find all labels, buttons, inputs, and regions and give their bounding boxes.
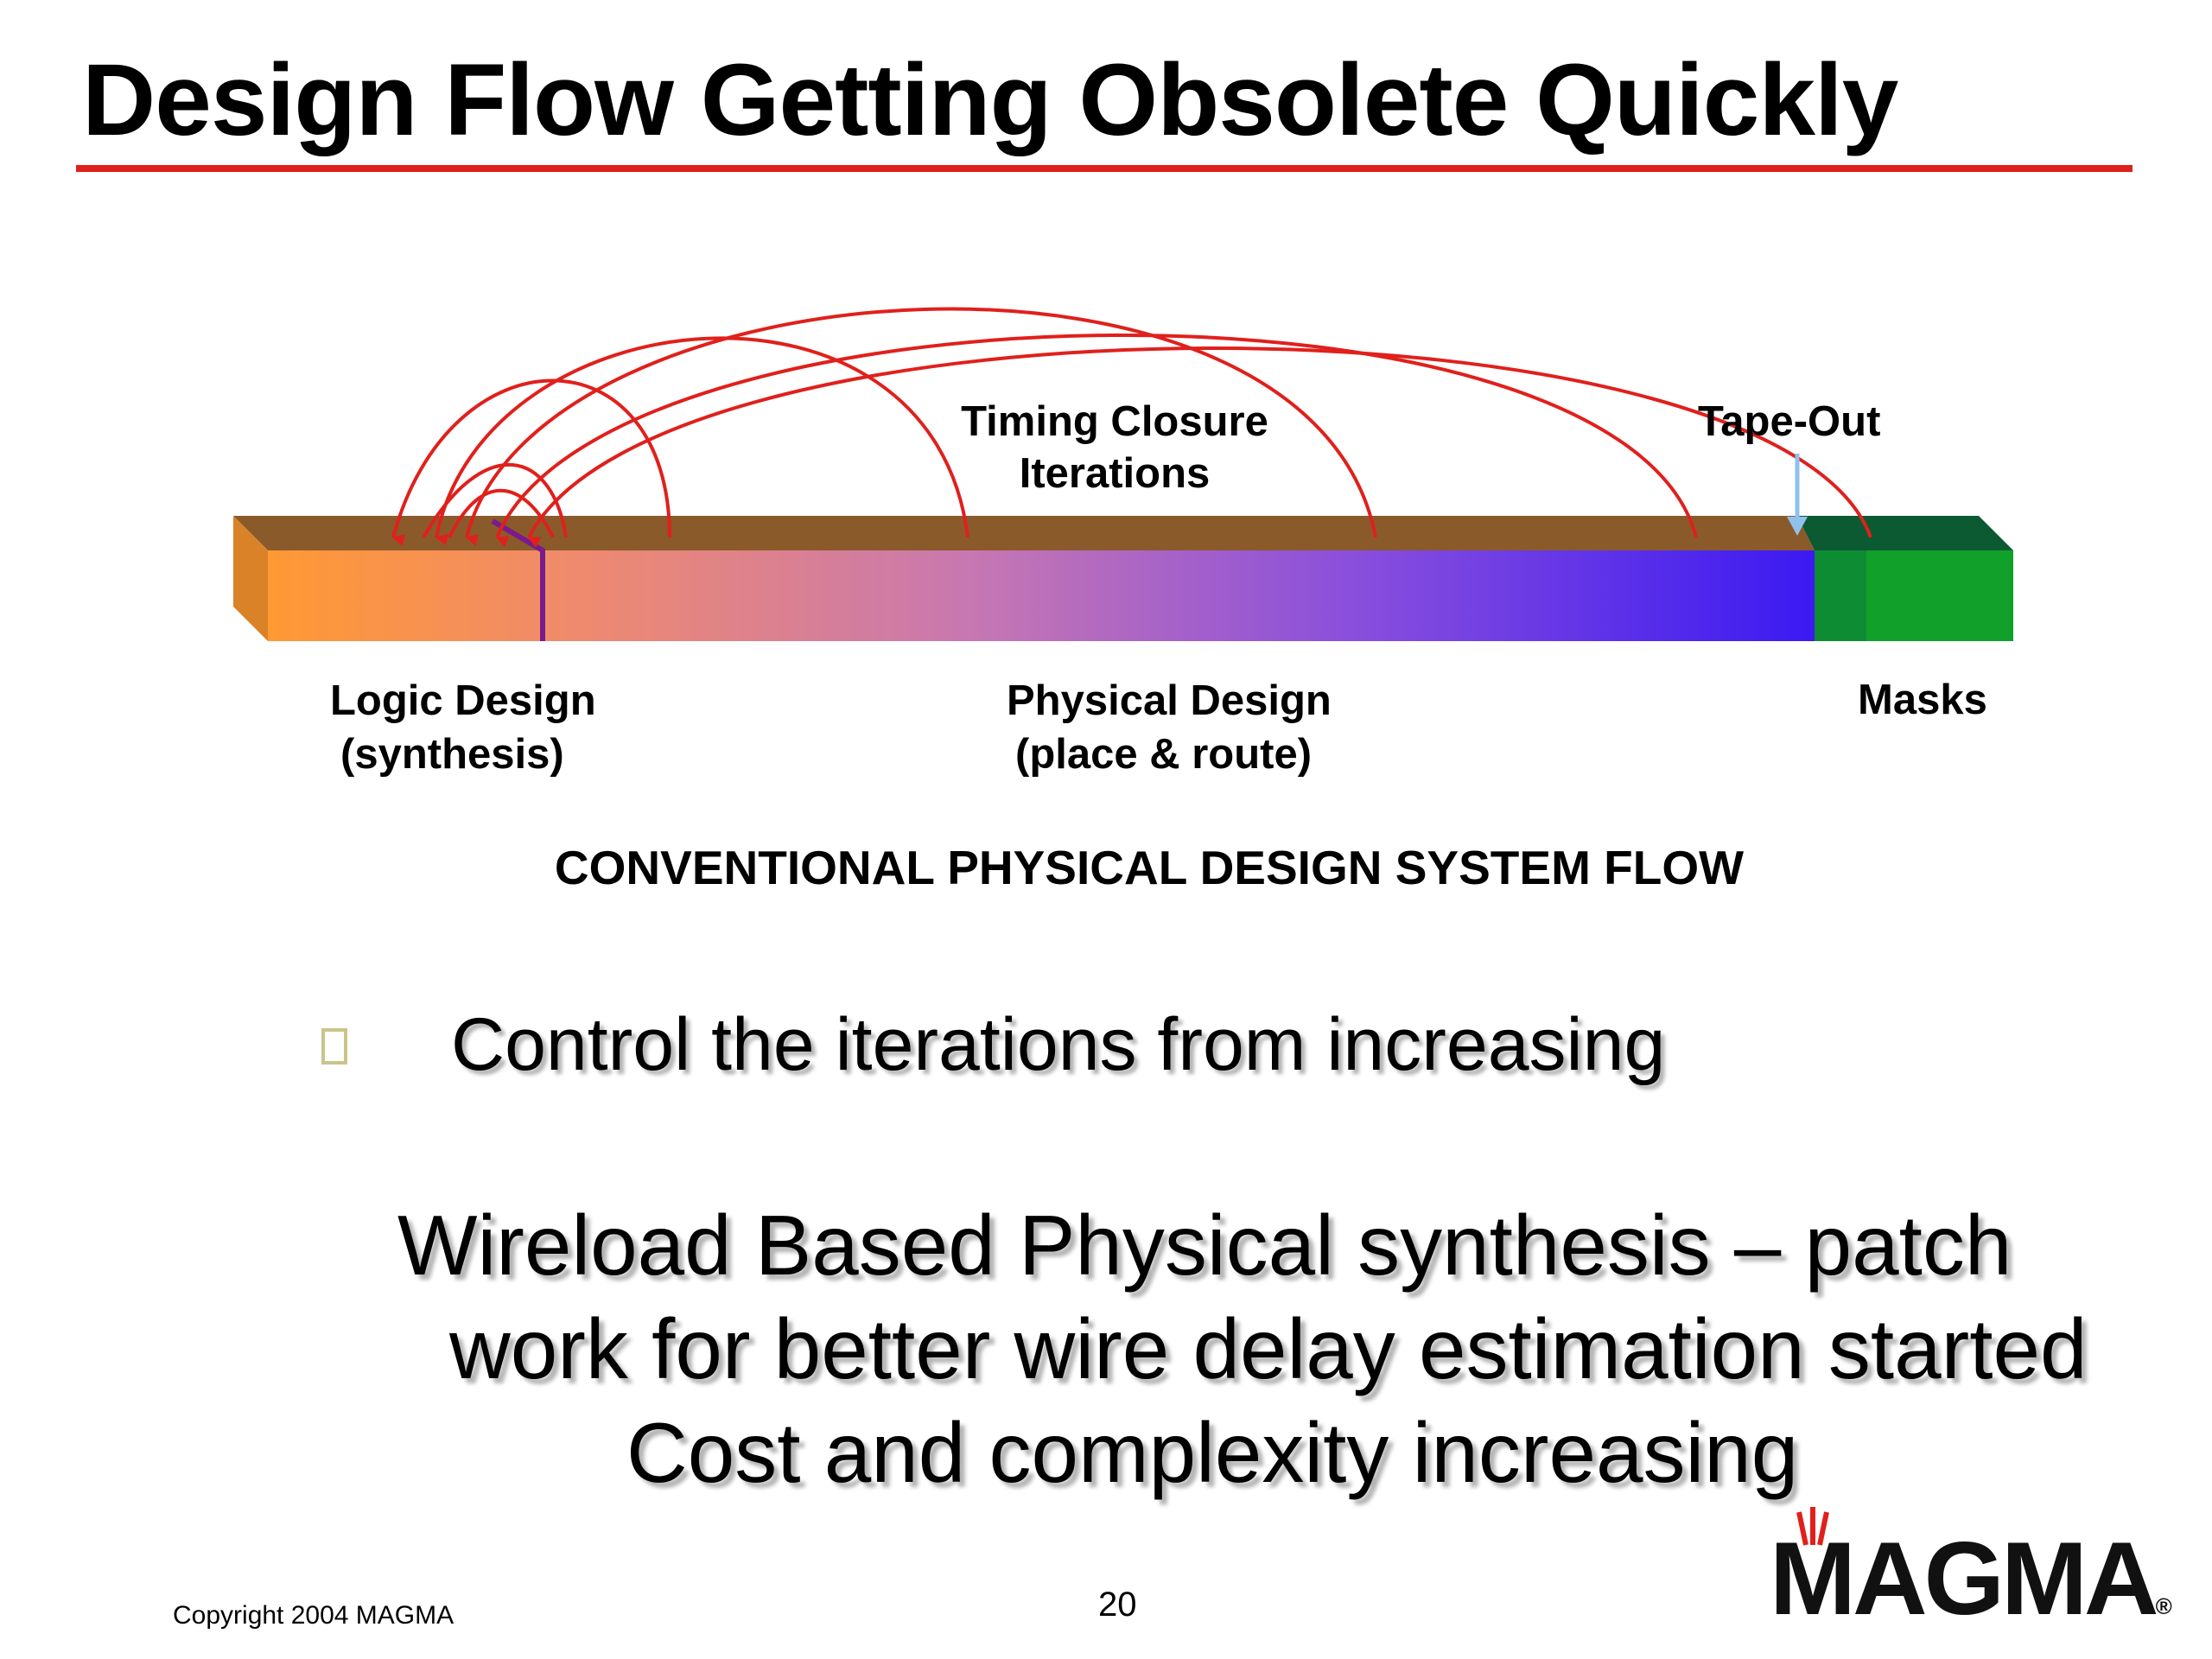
bullet-text: Control the iterations from increasing bbox=[451, 1003, 1666, 1086]
iteration-arc bbox=[435, 336, 969, 546]
tape-out-label: Tape-Out bbox=[1698, 398, 1881, 445]
iteration-arc bbox=[422, 462, 568, 538]
flow-bar-front-face bbox=[268, 550, 1815, 641]
title-underline bbox=[76, 165, 2133, 172]
iteration-arc bbox=[527, 346, 1872, 548]
flow-bar-end-face bbox=[233, 516, 268, 641]
logic-physical-divider bbox=[491, 518, 545, 641]
masks-front-shade bbox=[1815, 550, 1866, 641]
slide-title: Design Flow Getting Obsolete Quickly bbox=[82, 43, 1898, 157]
magma-logo: MAGMA® bbox=[1770, 1521, 2172, 1637]
paragraph-line-1: Wireload Based Physical synthesis – patc… bbox=[397, 1198, 2012, 1293]
iteration-arc bbox=[495, 333, 1698, 548]
masks-top-face bbox=[1797, 516, 2013, 550]
timing-closure-label: Timing Closure Iterations bbox=[961, 398, 1268, 497]
paragraph-line-3: Cost and complexity increasing bbox=[626, 1405, 1799, 1500]
iteration-arc bbox=[448, 488, 555, 538]
flow-bar-top-face bbox=[233, 516, 1815, 550]
square-bullet-icon bbox=[321, 1028, 347, 1065]
tape-out-arrow bbox=[1787, 454, 1808, 536]
logic-design-label: Logic Design (synthesis) bbox=[330, 677, 596, 778]
page-number: 20 bbox=[1098, 1586, 1137, 1624]
diagram-caption: CONVENTIONAL PHYSICAL DESIGN SYSTEM FLOW bbox=[554, 841, 1745, 894]
iteration-arcs bbox=[391, 307, 1872, 548]
paragraph-line-2: work for better wire delay estimation st… bbox=[449, 1301, 2088, 1396]
iteration-arc bbox=[391, 378, 671, 547]
physical-design-label: Physical Design (place & route) bbox=[1007, 677, 1332, 778]
iteration-arc bbox=[465, 307, 1377, 546]
magma-logo-flame-icon bbox=[1796, 1507, 1829, 1546]
masks-label: Masks bbox=[1858, 677, 1987, 723]
copyright-notice: Copyright 2004 MAGMA bbox=[173, 1601, 454, 1630]
